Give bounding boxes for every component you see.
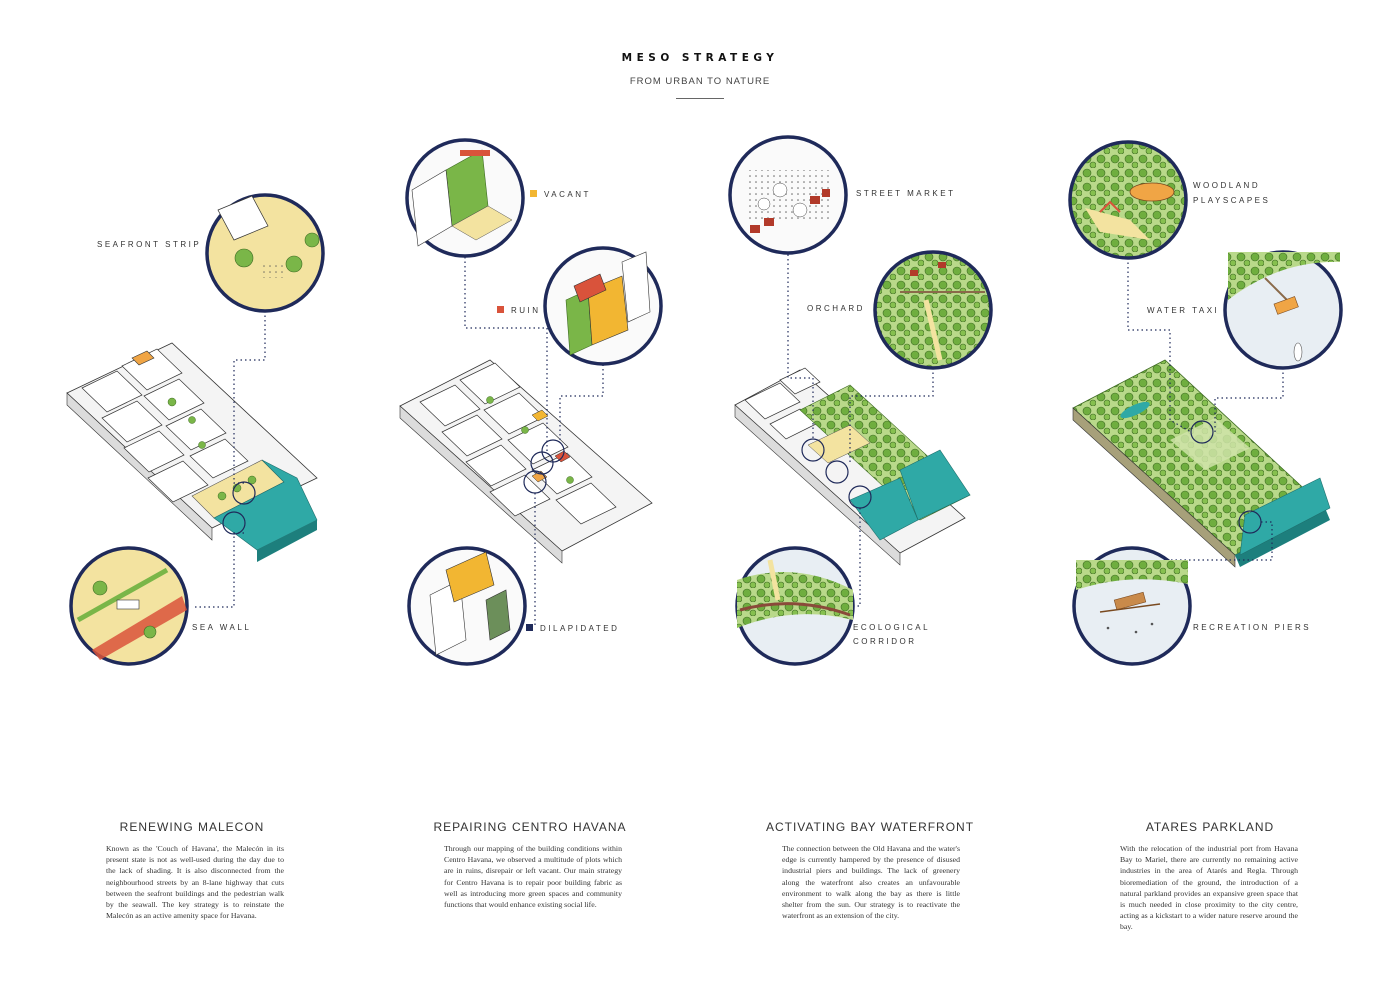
- malecon-title: RENEWING MALECON: [119, 820, 265, 834]
- dilapidated-text: DILAPIDATED: [540, 624, 620, 633]
- malecon-text: Known as the 'Couch of Havana', the Male…: [106, 844, 284, 921]
- street-market-detail: [728, 135, 848, 255]
- vacant-detail: [405, 138, 525, 258]
- parkland-block: [1072, 359, 1331, 568]
- ecological-corridor-detail: [735, 546, 855, 666]
- ruin-detail: [543, 246, 663, 366]
- seafront-strip-detail: [205, 193, 325, 313]
- orchard-detail: [873, 250, 993, 370]
- label-ecological: ECOLOGICAL: [853, 623, 931, 632]
- malecon-diagram: [66, 193, 325, 666]
- waterfront-block: [734, 367, 971, 566]
- column-malecon: SEAFRONT STRIP SEA WALL RENEWING MALECON…: [22, 0, 362, 990]
- label-vacant: VACANT: [530, 188, 591, 202]
- label-street-market: STREET MARKET: [856, 189, 956, 198]
- column-centro-havana: VACANT RUIN DILAPIDATED REPAIRING CENTRO…: [360, 0, 700, 990]
- malecon-block: [66, 342, 318, 562]
- label-recreation-piers: RECREATION PIERS: [1193, 623, 1312, 632]
- dilapidated-swatch: [526, 624, 533, 631]
- parkland-diagram: [1068, 140, 1343, 666]
- recreation-piers-detail: [1072, 546, 1192, 666]
- waterfront-title: ACTIVATING BAY WATERFRONT: [765, 820, 975, 834]
- label-dilapidated: DILAPIDATED: [526, 622, 619, 636]
- vacant-swatch: [530, 190, 537, 197]
- ruin-swatch: [497, 306, 504, 313]
- water-taxi-detail: [1223, 250, 1343, 370]
- label-woodland: WOODLAND: [1193, 181, 1261, 190]
- page-subtitle: FROM URBAN TO NATURE: [629, 76, 771, 87]
- label-water-taxi: WATER TAXI: [1147, 306, 1220, 315]
- label-orchard: ORCHARD: [807, 304, 865, 313]
- vacant-text: VACANT: [544, 190, 591, 199]
- ruin-text: RUIN: [511, 306, 541, 315]
- column-atares-parkland: WOODLAND PLAYSCAPES WATER TAXI RECREATIO…: [1040, 0, 1380, 990]
- centro-block: [399, 359, 653, 564]
- woodland-playscapes-detail: [1068, 140, 1188, 260]
- centro-diagram: [399, 138, 663, 666]
- parkland-text: With the relocation of the industrial po…: [1120, 844, 1298, 932]
- label-ruin: RUIN: [497, 304, 541, 318]
- waterfront-text: The connection between the Old Havana an…: [782, 844, 960, 921]
- label-corridor: CORRIDOR: [853, 637, 917, 646]
- centro-text: Through our mapping of the building cond…: [444, 844, 622, 910]
- centro-title: REPAIRING CENTRO HAVANA: [433, 820, 627, 834]
- label-sea-wall: SEA WALL: [192, 623, 252, 632]
- label-playscapes: PLAYSCAPES: [1193, 196, 1271, 205]
- title-divider: [676, 98, 724, 99]
- parkland-title: ATARES PARKLAND: [1145, 820, 1275, 834]
- label-seafront-strip: SEAFRONT STRIP: [97, 240, 202, 249]
- page-title: MESO STRATEGY: [621, 52, 779, 64]
- dilapidated-detail: [407, 546, 527, 666]
- sea-wall-detail: [69, 546, 189, 666]
- waterfront-diagram: [728, 135, 993, 666]
- column-bay-waterfront: STREET MARKET ORCHARD ECOLOGICAL CORRIDO…: [700, 0, 1040, 990]
